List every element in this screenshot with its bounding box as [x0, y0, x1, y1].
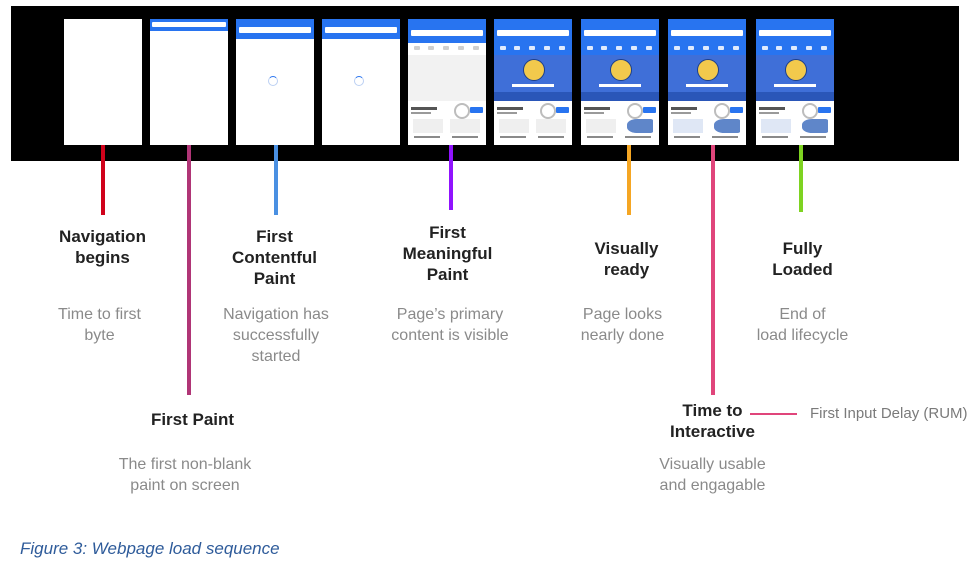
frame-view-all-button — [818, 107, 831, 113]
frame-header — [756, 19, 834, 43]
sale-badge-icon — [697, 59, 719, 81]
clock-icon — [454, 103, 470, 119]
frame-view-all-button — [643, 107, 656, 113]
frame-first-meaningful-paint — [408, 19, 486, 145]
frame-search-bar — [411, 30, 483, 36]
frame-search-bar — [759, 30, 831, 36]
frame-header — [408, 19, 486, 43]
sale-badge-icon — [610, 59, 632, 81]
iron-product-image — [802, 119, 828, 133]
first-input-delay-label: First Input Delay (RUM) — [810, 405, 968, 422]
frame-fully-loaded — [756, 19, 834, 145]
frame-search-bar — [152, 22, 226, 27]
frame-view-all-button — [730, 107, 743, 113]
stage-desc-navigation: Time to first byte — [58, 306, 141, 344]
stage-title-fully-loaded: Fully Loaded — [772, 239, 833, 279]
filmstrip — [11, 6, 959, 161]
frame-loading — [322, 19, 400, 145]
frame-search-bar — [239, 27, 311, 33]
connector-first-meaningful-paint — [449, 145, 453, 210]
frame-search-bar — [497, 30, 569, 36]
stage-desc-first-contentful-paint: Navigation has successfully started — [223, 306, 329, 365]
frame-search-bar — [584, 30, 656, 36]
frame-visually-ready — [581, 19, 659, 145]
frame-first-paint — [150, 19, 228, 145]
stage-title-first-meaningful-paint: First Meaningful Paint — [402, 223, 493, 284]
iron-product-image — [714, 119, 740, 133]
frame-search-bar — [325, 27, 397, 33]
clock-icon — [714, 103, 730, 119]
frame-banner-placeholder — [408, 55, 486, 101]
connector-visually-ready — [627, 145, 631, 215]
frame-header — [668, 19, 746, 43]
connector-fully-loaded — [799, 145, 803, 212]
clock-icon — [540, 103, 556, 119]
frame-banner — [581, 55, 659, 101]
stage-title-visually-ready: Visually ready — [594, 239, 659, 279]
frame-banner-loading — [494, 19, 572, 145]
frame-interactive — [668, 19, 746, 145]
frame-first-contentful-paint — [236, 19, 314, 145]
stage-desc-first-meaningful-paint: Page’s primary content is visible — [391, 306, 509, 344]
iron-product-image — [627, 119, 653, 133]
frame-category-bar — [581, 43, 659, 55]
figure-caption: Figure 3: Webpage load sequence — [20, 539, 280, 558]
stage-desc-first-paint: The first non-blank paint on screen — [118, 456, 252, 494]
stage-desc-visually-ready: Page looks nearly done — [580, 306, 665, 344]
stage-title-first-contentful-paint: First Contentful Paint — [232, 227, 317, 288]
frame-header — [581, 19, 659, 43]
loading-spinner-icon — [354, 76, 364, 86]
sale-badge-icon — [785, 59, 807, 81]
frame-category-bar — [494, 43, 572, 55]
frame-category-bar — [668, 43, 746, 55]
frame-blank — [64, 19, 142, 145]
stage-title-navigation: Navigation begins — [59, 227, 146, 267]
frame-header — [236, 19, 314, 39]
loading-spinner-icon — [268, 76, 278, 86]
connector-first-paint — [187, 145, 191, 395]
stage-title-time-to-interactive: Time to Interactive — [669, 401, 756, 441]
sale-badge-icon — [523, 59, 545, 81]
frame-category-bar — [756, 43, 834, 55]
stage-desc-time-to-interactive: Visually usable and engagable — [659, 456, 766, 494]
clock-icon — [802, 103, 818, 119]
frame-banner — [668, 55, 746, 101]
frame-header — [322, 19, 400, 39]
first-input-delay-connector — [750, 413, 797, 415]
frame-header — [150, 19, 228, 31]
frame-banner — [756, 55, 834, 101]
connector-navigation — [101, 145, 105, 215]
scale-product-image — [761, 119, 791, 133]
clock-icon — [627, 103, 643, 119]
frame-view-all-button — [470, 107, 483, 113]
frame-search-bar — [671, 30, 743, 36]
connector-time-to-interactive — [711, 145, 715, 395]
scale-product-image — [673, 119, 703, 133]
stage-desc-fully-loaded: End of load lifecycle — [756, 306, 849, 344]
connector-first-contentful-paint — [274, 145, 278, 215]
stage-title-first-paint: First Paint — [150, 410, 235, 429]
frame-header — [494, 19, 572, 43]
frame-view-all-button — [556, 107, 569, 113]
frame-banner — [494, 55, 572, 101]
